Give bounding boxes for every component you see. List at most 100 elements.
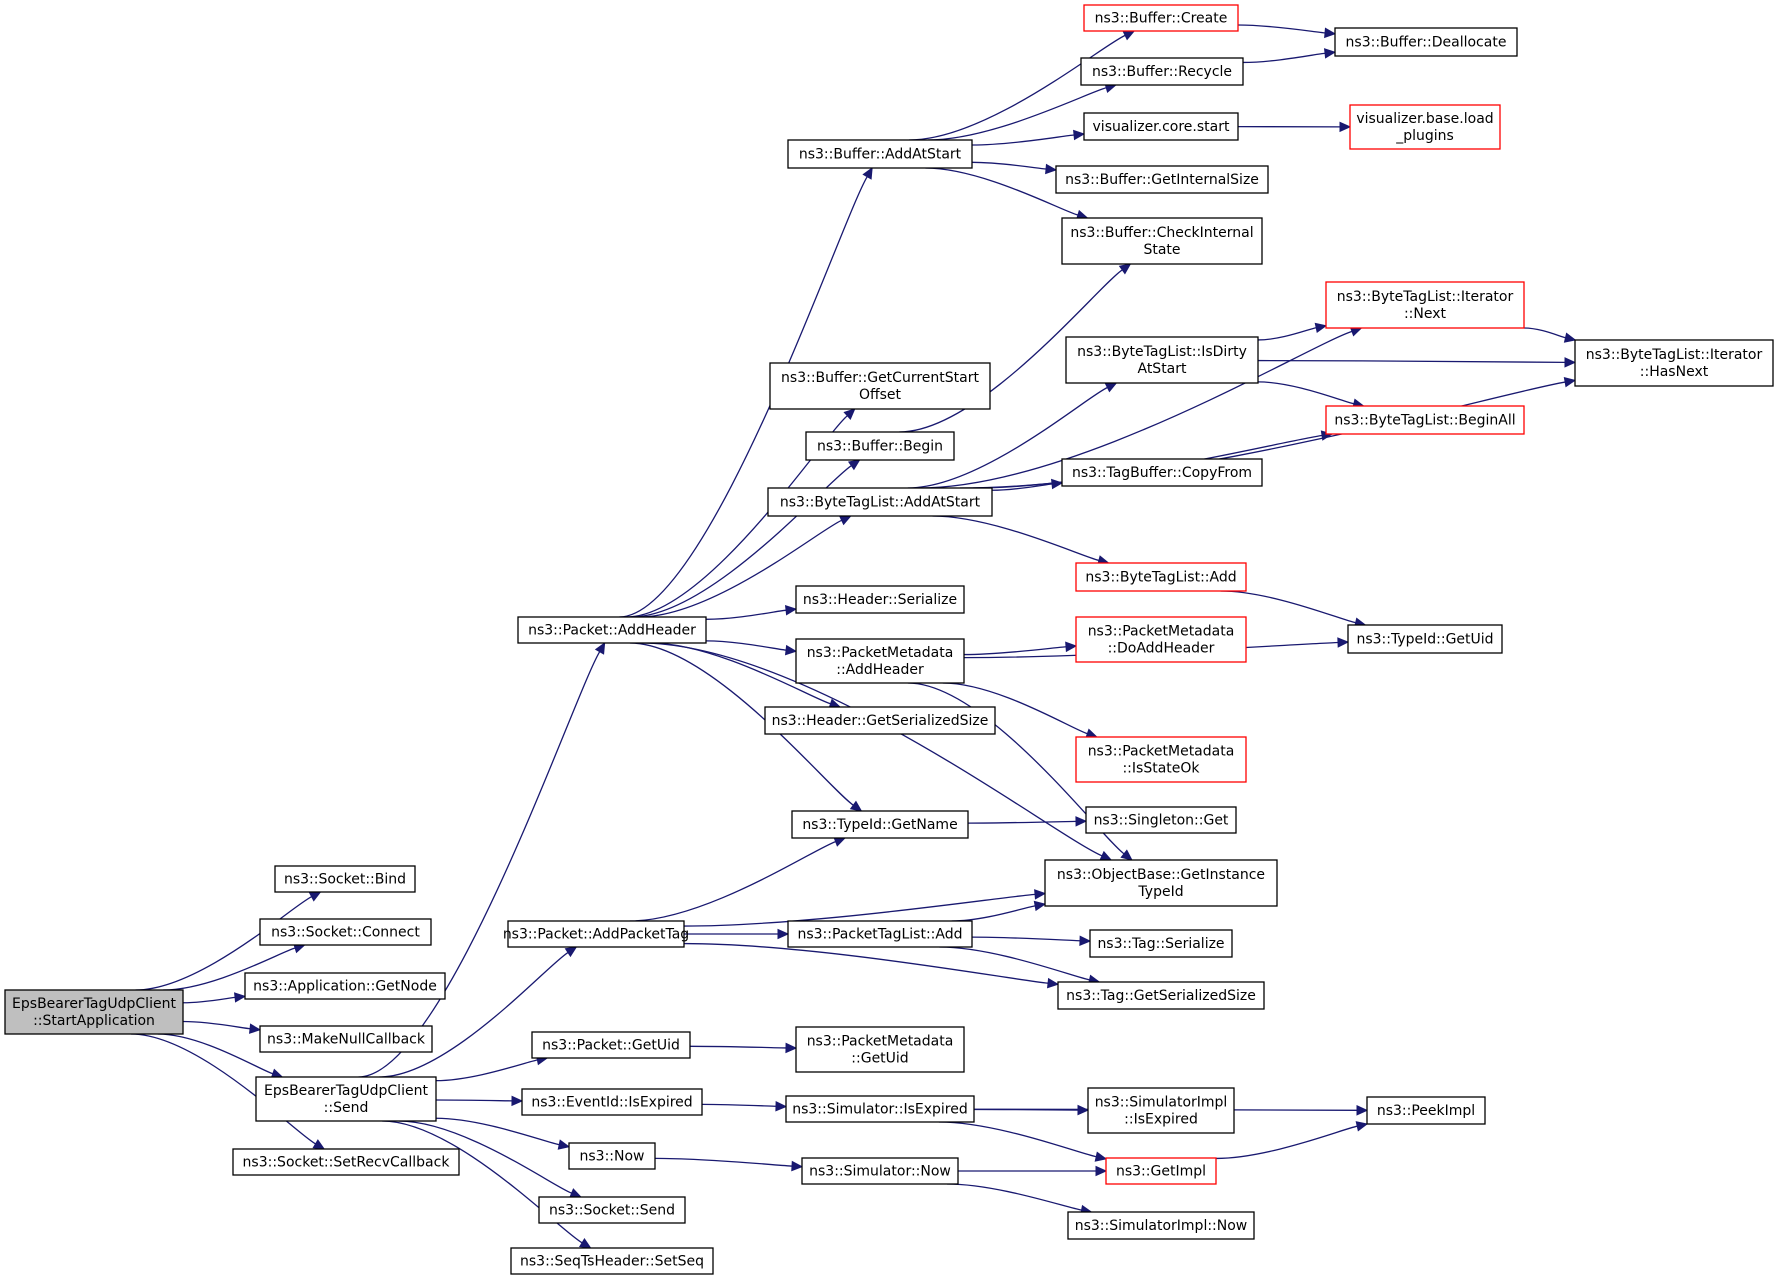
node-simimpl-now[interactable]: ns3::SimulatorImpl::Now <box>1067 1211 1255 1240</box>
node-make-null-cb[interactable]: ns3::MakeNullCallback <box>259 1025 433 1053</box>
node-viz-base-load[interactable]: visualizer.base.load_plugins <box>1349 104 1501 150</box>
node-box[interactable] <box>1065 336 1259 384</box>
node-typeid-getname[interactable]: ns3::TypeId::GetName <box>791 810 969 839</box>
node-box[interactable] <box>791 810 969 839</box>
node-sim-isexpired[interactable]: ns3::Simulator::IsExpired <box>785 1095 975 1123</box>
node-box[interactable] <box>764 706 996 735</box>
node-typeid-getuid[interactable]: ns3::TypeId::GetUid <box>1347 624 1503 654</box>
node-box[interactable] <box>531 1031 691 1059</box>
node-buf-create[interactable]: ns3::Buffer::Create <box>1083 4 1239 32</box>
node-box[interactable] <box>1085 806 1237 834</box>
node-box[interactable] <box>259 918 432 946</box>
node-singleton-get[interactable]: ns3::Singleton::Get <box>1085 806 1237 834</box>
node-box[interactable] <box>1105 1157 1217 1185</box>
node-pm-doaddheader[interactable]: ns3::PacketMetadata::DoAddHeader <box>1075 616 1247 663</box>
node-pkt-addheader[interactable]: ns3::Packet::AddHeader <box>517 616 707 644</box>
node-box[interactable] <box>1075 736 1247 783</box>
node-box[interactable] <box>785 1095 975 1123</box>
node-box[interactable] <box>568 1142 656 1170</box>
node-tagbuffer-copyfrom[interactable]: ns3::TagBuffer::CopyFrom <box>1061 458 1263 487</box>
node-box[interactable] <box>1067 1211 1255 1240</box>
node-box[interactable] <box>795 1026 965 1073</box>
node-box[interactable] <box>1083 4 1239 32</box>
node-btl-beginall[interactable]: ns3::ByteTagList::BeginAll <box>1325 405 1525 435</box>
node-box[interactable] <box>1325 281 1525 329</box>
node-simimpl-isexpired[interactable]: ns3::SimulatorImpl::IsExpired <box>1087 1087 1235 1134</box>
node-tag-getsersize[interactable]: ns3::Tag::GetSerializedSize <box>1057 981 1265 1010</box>
node-root[interactable]: EpsBearerTagUdpClient::StartApplication <box>4 989 184 1035</box>
node-peekimpl[interactable]: ns3::PeekImpl <box>1366 1096 1486 1125</box>
node-box[interactable] <box>767 487 993 517</box>
node-btl-it-next[interactable]: ns3::ByteTagList::Iterator::Next <box>1325 281 1525 329</box>
node-socket-connect[interactable]: ns3::Socket::Connect <box>259 918 432 946</box>
node-box[interactable] <box>232 1148 460 1176</box>
node-box[interactable] <box>805 431 955 461</box>
node-pkt-addpackettag[interactable]: ns3::Packet::AddPacketTag <box>503 920 689 948</box>
node-app-getnode[interactable]: ns3::Application::GetNode <box>244 972 446 1000</box>
node-box[interactable] <box>1061 217 1263 265</box>
node-box[interactable] <box>4 989 184 1035</box>
node-pm-isstateok[interactable]: ns3::PacketMetadata::IsStateOk <box>1075 736 1247 783</box>
node-buf-recycle[interactable]: ns3::Buffer::Recycle <box>1080 57 1244 86</box>
node-box[interactable] <box>1366 1096 1486 1125</box>
node-viz-core-start[interactable]: visualizer.core.start <box>1083 112 1239 141</box>
node-box[interactable] <box>1349 104 1501 150</box>
node-box[interactable] <box>259 1025 433 1053</box>
node-box[interactable] <box>1080 57 1244 86</box>
node-socket-bind[interactable]: ns3::Socket::Bind <box>274 865 416 893</box>
node-pkt-getuid[interactable]: ns3::Packet::GetUid <box>531 1031 691 1059</box>
node-box[interactable] <box>1087 1087 1235 1134</box>
node-box[interactable] <box>274 865 416 893</box>
node-btl-add[interactable]: ns3::ByteTagList::Add <box>1075 562 1247 592</box>
node-box[interactable] <box>244 972 446 1000</box>
node-box[interactable] <box>1334 27 1518 57</box>
node-box[interactable] <box>1075 562 1247 592</box>
node-pm-addheader[interactable]: ns3::PacketMetadata::AddHeader <box>795 638 965 684</box>
node-now[interactable]: ns3::Now <box>568 1142 656 1170</box>
node-ptl-add[interactable]: ns3::PacketTagList::Add <box>787 920 973 948</box>
node-box[interactable] <box>538 1196 686 1224</box>
node-box[interactable] <box>1061 458 1263 487</box>
node-box[interactable] <box>795 585 965 614</box>
node-getimpl[interactable]: ns3::GetImpl <box>1105 1157 1217 1185</box>
node-pm-getuid[interactable]: ns3::PacketMetadata::GetUid <box>795 1026 965 1073</box>
node-box[interactable] <box>769 362 991 410</box>
node-box[interactable] <box>507 920 685 948</box>
node-box[interactable] <box>795 638 965 684</box>
node-seqts-setseq[interactable]: ns3::SeqTsHeader::SetSeq <box>510 1247 714 1275</box>
node-box[interactable] <box>1089 929 1233 958</box>
node-box[interactable] <box>510 1247 714 1275</box>
node-box[interactable] <box>1057 981 1265 1010</box>
node-socket-setrecv[interactable]: ns3::Socket::SetRecvCallback <box>232 1148 460 1176</box>
node-sim-now[interactable]: ns3::Simulator::Now <box>801 1157 959 1185</box>
node-header-getsersize[interactable]: ns3::Header::GetSerializedSize <box>764 706 996 735</box>
node-box[interactable] <box>801 1157 959 1185</box>
node-box[interactable] <box>1055 165 1269 194</box>
node-box[interactable] <box>1075 616 1247 663</box>
node-box[interactable] <box>517 616 707 644</box>
node-btl-addatstart[interactable]: ns3::ByteTagList::AddAtStart <box>767 487 993 517</box>
node-socket-send[interactable]: ns3::Socket::Send <box>538 1196 686 1224</box>
node-buf-begin[interactable]: ns3::Buffer::Begin <box>805 431 955 461</box>
node-buf-getinternalsize[interactable]: ns3::Buffer::GetInternalSize <box>1055 165 1269 194</box>
node-btl-it-hasnext[interactable]: ns3::ByteTagList::Iterator::HasNext <box>1574 339 1774 387</box>
node-header-serialize[interactable]: ns3::Header::Serialize <box>795 585 965 614</box>
node-box[interactable] <box>1574 339 1774 387</box>
node-buf-deallocate[interactable]: ns3::Buffer::Deallocate <box>1334 27 1518 57</box>
node-tag-serialize[interactable]: ns3::Tag::Serialize <box>1089 929 1233 958</box>
node-box[interactable] <box>787 920 973 948</box>
node-box[interactable] <box>521 1088 703 1116</box>
node-eventid-isexpired[interactable]: ns3::EventId::IsExpired <box>521 1088 703 1116</box>
node-box[interactable] <box>1325 405 1525 435</box>
node-box[interactable] <box>787 139 973 169</box>
node-box[interactable] <box>1044 859 1278 907</box>
node-box[interactable] <box>1347 624 1503 654</box>
node-send[interactable]: EpsBearerTagUdpClient::Send <box>255 1076 437 1122</box>
node-box[interactable] <box>255 1076 437 1122</box>
node-box[interactable] <box>1083 112 1239 141</box>
node-buf-addatstart[interactable]: ns3::Buffer::AddAtStart <box>787 139 973 169</box>
